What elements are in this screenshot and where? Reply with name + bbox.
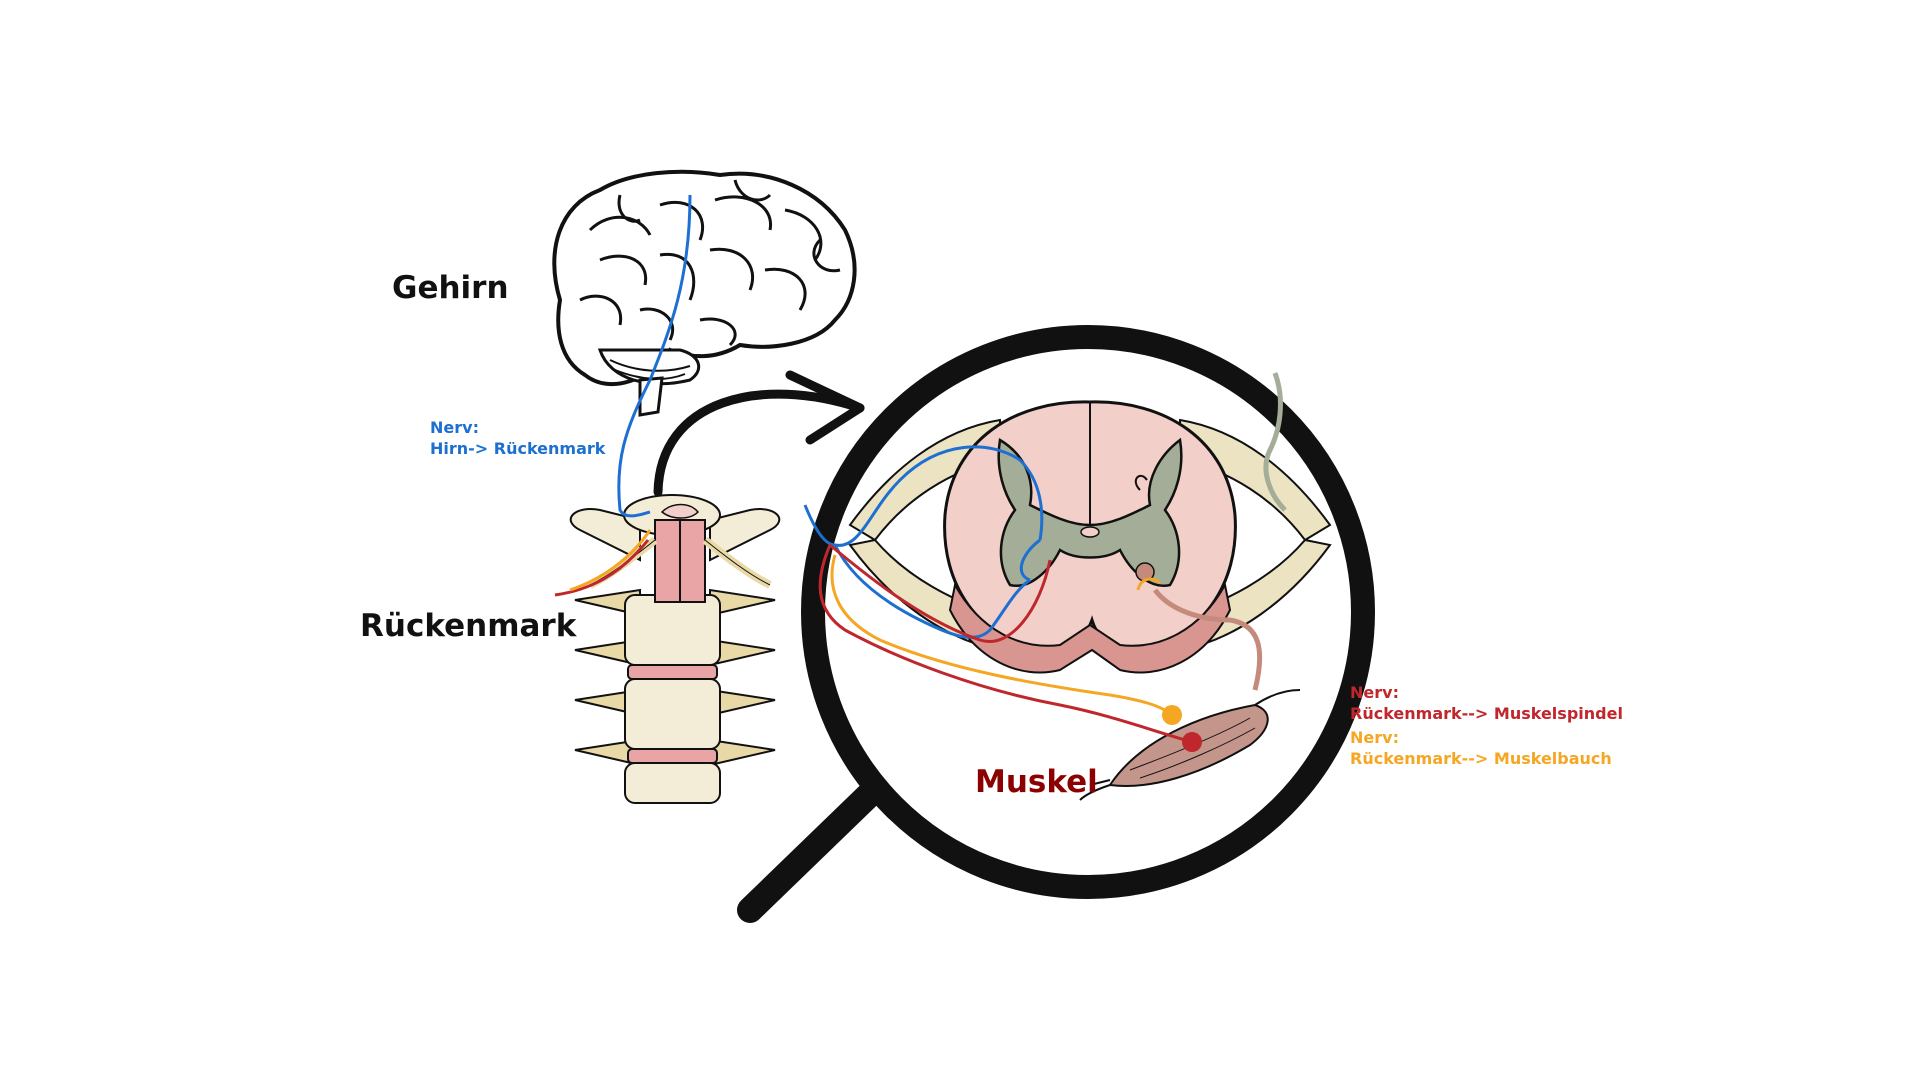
nerve-brain-title: Nerv:: [430, 418, 479, 437]
label-nerve-belly: Nerv: Rückenmark--> Muskelbauch: [1350, 728, 1612, 770]
label-nerve-brain: Nerv: Hirn-> Rückenmark: [430, 418, 605, 460]
label-muscle: Muskel: [975, 764, 1098, 800]
spine-illustration: [569, 494, 781, 804]
nerve-brain-to-cord: [617, 194, 1044, 639]
nerve-belly-path: Rückenmark--> Muskelbauch: [1350, 748, 1612, 768]
nerve-spindle-title: Nerv:: [1350, 683, 1399, 702]
label-brain: Gehirn: [392, 270, 509, 306]
zoom-arrow: [653, 370, 865, 497]
label-nerve-spindle: Nerv: Rückenmark--> Muskelspindel: [1350, 683, 1623, 725]
label-spinal-cord: Rückenmark: [360, 608, 577, 644]
nerve-brain-path: Hirn-> Rückenmark: [430, 438, 606, 458]
cord-cross-section: [848, 372, 1332, 691]
nerve-spindle-path: Rückenmark--> Muskelspindel: [1350, 703, 1623, 723]
nerve-cord-to-belly: [569, 529, 1182, 725]
nerve-belly-title: Nerv:: [1350, 728, 1399, 747]
brain-illustration: [552, 169, 857, 417]
nerve-cord-to-spindle: [554, 539, 1202, 752]
muscle-pointer: [1089, 779, 1111, 786]
